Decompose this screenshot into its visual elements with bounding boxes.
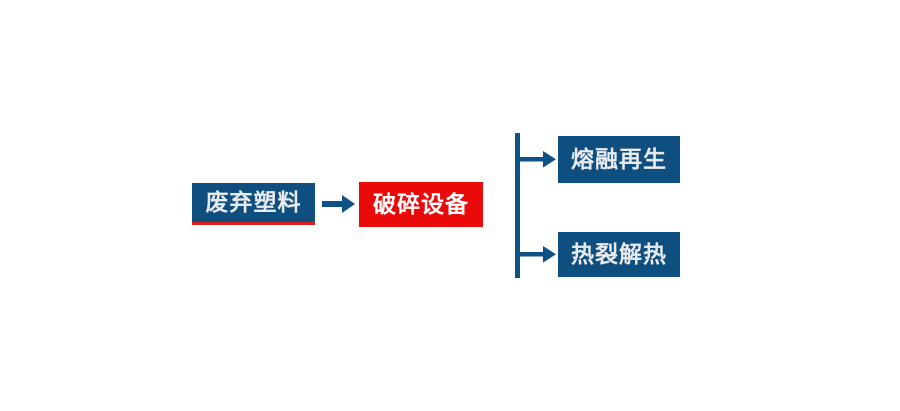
node-label: 破碎设备 — [373, 191, 469, 217]
split-bracket-arrows-icon — [510, 128, 562, 284]
node-pyrolysis-heat[interactable]: 热裂解热 — [558, 232, 680, 277]
node-label: 废弃塑料 — [205, 189, 302, 215]
node-crushing-equipment[interactable]: 破碎设备 — [359, 182, 483, 227]
node-label: 熔融再生 — [571, 146, 667, 172]
node-melt-regeneration[interactable]: 熔融再生 — [558, 136, 680, 183]
node-input-waste-plastic[interactable]: 废弃塑料 — [192, 183, 315, 225]
arrow-right-icon — [322, 192, 356, 216]
node-label: 热裂解热 — [571, 241, 667, 267]
